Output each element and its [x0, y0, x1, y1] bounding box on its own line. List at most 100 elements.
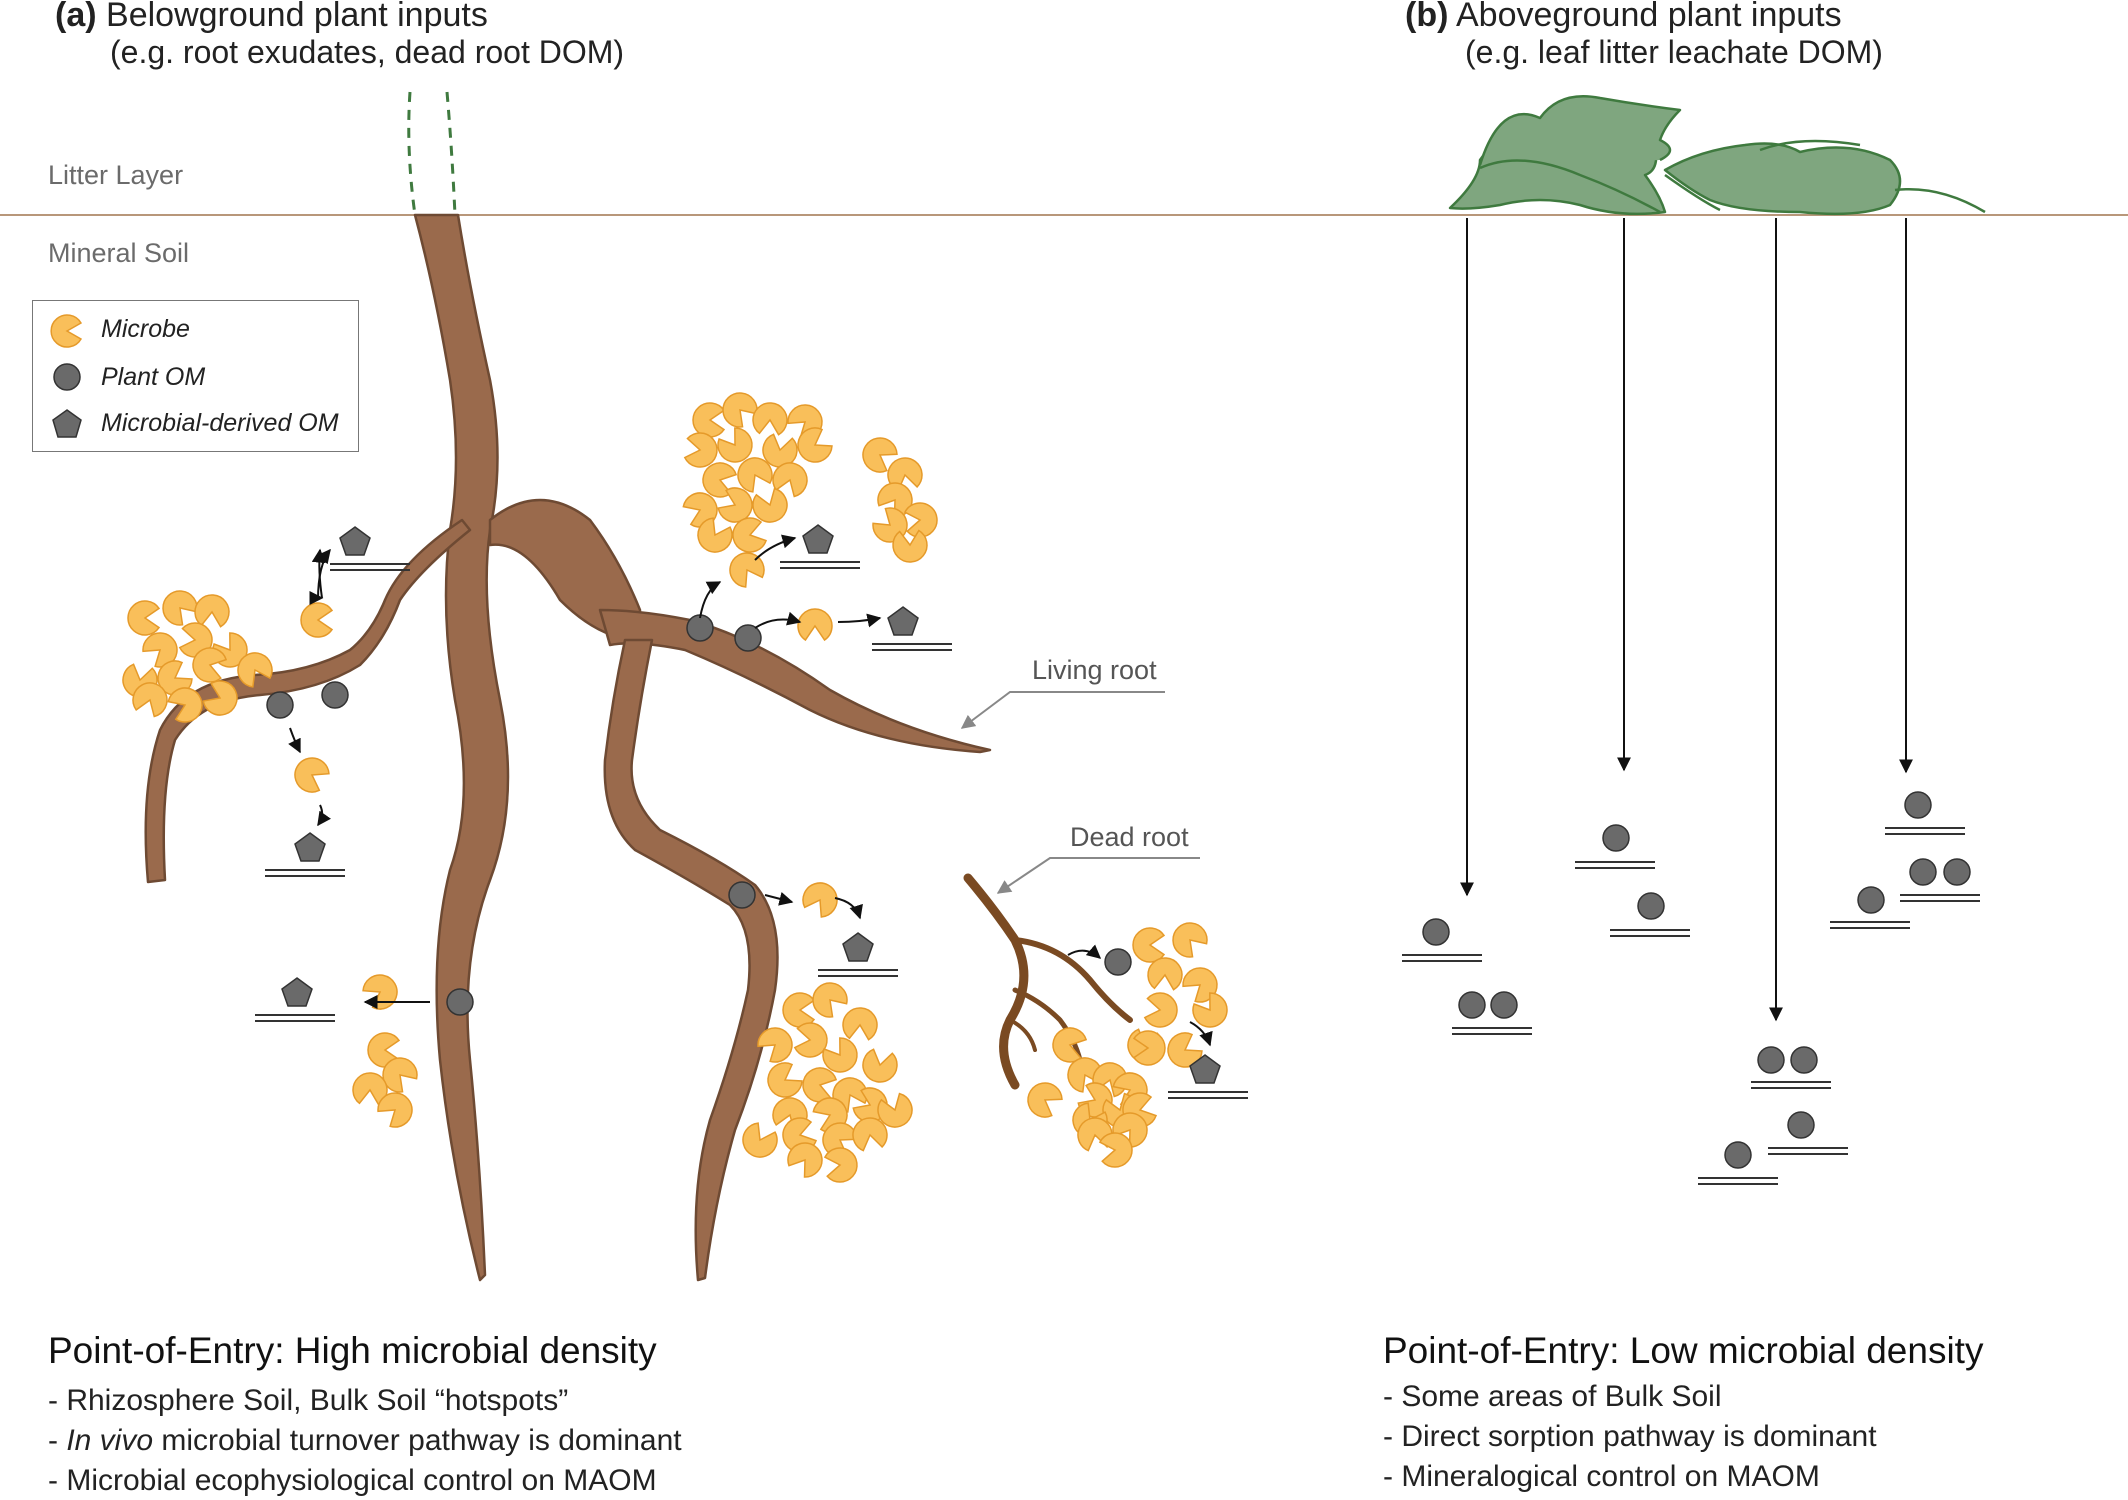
- living-root-label: Living root: [1032, 655, 1157, 685]
- microbe-mark: [822, 1037, 858, 1073]
- flow-arrow: [316, 548, 331, 601]
- microbe-mark: [1132, 927, 1166, 963]
- panel-a-subtitle: (e.g. root exudates, dead root DOM): [110, 34, 625, 70]
- microbe-mark: [194, 594, 230, 628]
- bullet-dash: -: [48, 1464, 67, 1497]
- plant-om-mark: [1104, 948, 1132, 976]
- panel-b-heading: (b) Aboveground plant inputs: [1405, 0, 1842, 34]
- panel-b-marks: [1402, 218, 1980, 1185]
- microbe-mark: [877, 1092, 913, 1128]
- microbe-mark: [1098, 1132, 1133, 1168]
- microbe-mark: [683, 432, 718, 468]
- microbe-mark: [842, 1007, 878, 1041]
- plant-om-mark: [1490, 991, 1518, 1019]
- flow-arrow: [317, 804, 331, 827]
- microbial-om-mark: [842, 932, 874, 962]
- leaf-litter: [1448, 94, 1986, 216]
- stem-dashed-left: [407, 91, 417, 216]
- circle-icon: [53, 363, 81, 391]
- microbe-mark: [793, 1022, 828, 1058]
- summary-a-line-1: - Rhizosphere Soil, Bulk Soil “hotspots”: [48, 1384, 568, 1418]
- bullet-dash: -: [1383, 1380, 1402, 1413]
- summary-b-line-3: - Mineralogical control on MAOM: [1383, 1460, 1820, 1494]
- plant-om-mark: [1790, 1046, 1818, 1074]
- legend-label-microbial-om: Microbial-derived OM: [101, 409, 339, 437]
- flow-arrow: [764, 892, 794, 906]
- summary-b-line-2-text: Direct sorption pathway is dominant: [1401, 1420, 1877, 1453]
- microbe-mark: [782, 992, 816, 1028]
- summary-b-line-1-text: Some areas of Bulk Soil: [1401, 1380, 1722, 1413]
- microbe-mark: [812, 982, 848, 1018]
- summary-a-line-3-text: Microbial ecophysiological control on MA…: [66, 1464, 657, 1497]
- pacman-icon: [50, 314, 83, 348]
- microbe-mark: [702, 462, 738, 498]
- microbe-mark: [717, 487, 753, 523]
- microbe-mark: [772, 462, 808, 498]
- plant-om-mark: [1909, 858, 1937, 886]
- microbe-mark: [1147, 957, 1183, 991]
- panel-a-letter: (a): [55, 0, 97, 34]
- plant-om-mark: [1724, 1141, 1752, 1169]
- flow-arrow: [837, 613, 882, 628]
- summary-a-line-3: - Microbial ecophysiological control on …: [48, 1464, 657, 1498]
- flow-arrow: [1067, 944, 1102, 959]
- microbe-mark: [692, 402, 726, 438]
- microbe-mark: [697, 517, 733, 553]
- microbial-om-mark: [281, 977, 313, 1007]
- microbe-mark: [192, 647, 228, 683]
- summary-a-line-2: - In vivo microbial turnover pathway is …: [48, 1424, 682, 1458]
- summary-a-title: Point-of-Entry: High microbial density: [48, 1330, 657, 1371]
- legend-label-plant-om: Plant OM: [101, 363, 206, 391]
- microbe-mark: [382, 1057, 418, 1093]
- plant-om-mark: [1602, 824, 1630, 852]
- bullet-dash: -: [1383, 1460, 1402, 1493]
- microbial-om-mark: [802, 524, 834, 554]
- bullet-dash: -: [48, 1384, 67, 1417]
- panel-a-marks: [122, 392, 1248, 1183]
- panel-a-heading: (a) Belowground plant inputs: [55, 0, 488, 34]
- microbe-mark: [729, 552, 765, 588]
- microbe-mark: [722, 392, 758, 428]
- microbial-om-mark: [294, 832, 326, 862]
- microbe-mark: [1172, 922, 1208, 958]
- living-root: [144, 213, 992, 1282]
- microbe-mark: [1182, 967, 1218, 1003]
- plant-om-mark: [446, 988, 474, 1016]
- plant-om-mark: [1757, 1046, 1785, 1074]
- plant-om-mark: [728, 881, 756, 909]
- panel-b-subtitle: (e.g. leaf litter leachate DOM): [1465, 34, 1883, 70]
- microbe-mark: [1192, 992, 1228, 1028]
- microbe-mark: [167, 687, 203, 723]
- microbe-mark: [202, 680, 238, 716]
- microbe-mark: [767, 1062, 803, 1098]
- microbial-om-mark: [887, 606, 919, 636]
- microbe-mark: [1132, 1030, 1166, 1066]
- bullet-dash: -: [1383, 1420, 1402, 1453]
- summary-a-line-2-italic: In vivo: [66, 1424, 154, 1457]
- callout-leaders: [960, 691, 1200, 894]
- legend-label-microbe: Microbe: [101, 315, 190, 343]
- microbe-mark: [377, 1092, 413, 1128]
- legend-item-microbial-om: Microbial-derived OM: [33, 403, 358, 443]
- flow-arrow: [1189, 1021, 1213, 1047]
- plant-om-mark: [1458, 991, 1486, 1019]
- flow-arrow: [754, 534, 797, 561]
- pentagon-icon: [52, 409, 82, 438]
- microbe-mark: [862, 1048, 898, 1083]
- microbe-mark: [787, 1142, 823, 1178]
- plant-om-mark: [1637, 892, 1665, 920]
- summary-a-line-1-text: Rhizosphere Soil, Bulk Soil “hotspots”: [66, 1384, 569, 1417]
- microbe-mark: [797, 427, 833, 463]
- microbe-mark: [732, 517, 767, 553]
- dead-root-label: Dead root: [1070, 822, 1189, 852]
- microbe-mark: [737, 457, 773, 493]
- stem-dashed-right: [445, 91, 457, 216]
- microbe-mark: [852, 1117, 888, 1152]
- microbe-mark: [1143, 992, 1178, 1028]
- microbe-mark: [294, 757, 330, 793]
- microbe-mark: [762, 433, 798, 468]
- legend-item-plant-om: Plant OM: [33, 357, 358, 397]
- microbe-mark: [802, 882, 838, 918]
- plant-om-mark: [686, 614, 714, 642]
